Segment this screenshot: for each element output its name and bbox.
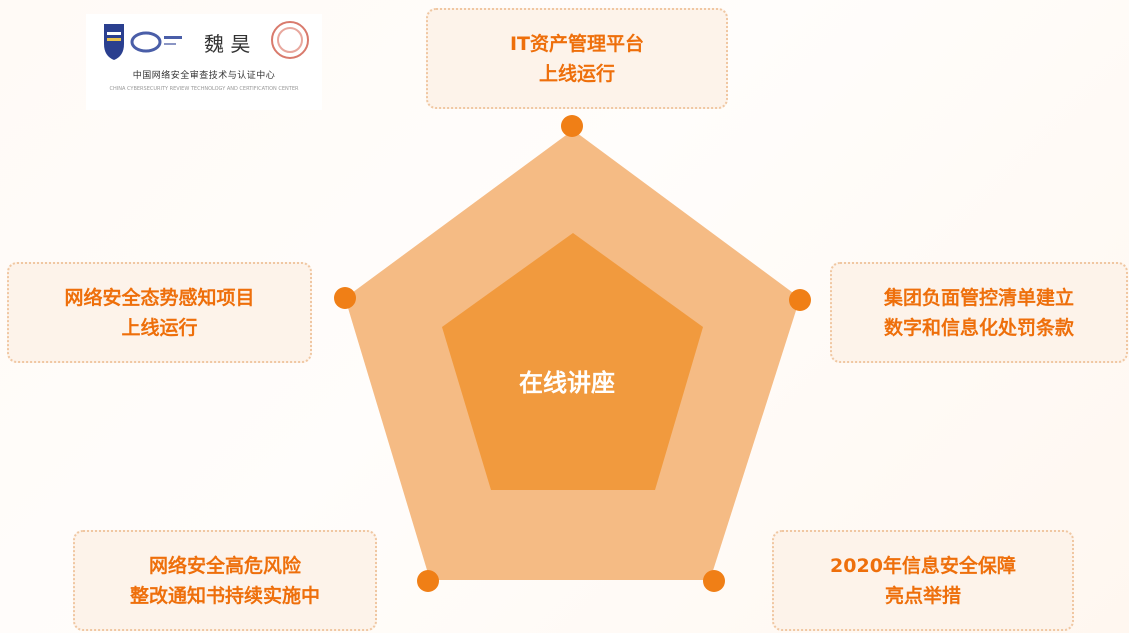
callout-line-2: 上线运行 [121, 316, 198, 339]
vertex-dot-top [561, 115, 583, 137]
seal-icon [271, 21, 309, 59]
vertex-dot-bottom-left [417, 570, 439, 592]
callout-box-left: 网络安全态势感知项目 上线运行 [7, 262, 312, 363]
callout-line-2: 上线运行 [538, 62, 615, 85]
logo-caption: CHINA CYBERSECURITY REVIEW TECHNOLOGY AN… [109, 86, 299, 92]
callout-box-bottom-left: 网络安全高危风险 整改通知书持续实施中 [73, 530, 377, 631]
callout-line-1: 网络安全高危风险 [148, 554, 301, 577]
logo-org-name: 中国网络安全审查技术与认证中心 [132, 71, 276, 81]
vertex-dot-bottom-right [703, 570, 725, 592]
callout-line-1: IT资产管理平台 [509, 32, 645, 55]
logo-calligraphy: 魏 昊 [204, 32, 251, 56]
center-label: 在线讲座 [519, 369, 615, 397]
callout-line-1: 2020年信息安全保障 [830, 554, 1016, 577]
callout-line-2: 亮点举措 [884, 584, 961, 607]
inner-pentagon [442, 233, 703, 490]
callout-line-1: 集团负面管控清单建立 [883, 286, 1074, 309]
callout-line-2: 数字和信息化处罚条款 [883, 316, 1074, 339]
callout-line-1: 网络安全态势感知项目 [64, 286, 255, 309]
vertex-dot-left [334, 287, 356, 309]
logo-emblems [104, 21, 309, 60]
callout-box-bottom-right: 2020年信息安全保障 亮点举措 [772, 530, 1074, 631]
vertex-dot-right [789, 289, 811, 311]
callout-line-2: 整改通知书持续实施中 [129, 584, 320, 607]
certification-mark-icon [130, 31, 162, 53]
callout-box-top: IT资产管理平台 上线运行 [426, 8, 728, 109]
logo: 魏 昊 中国网络安全审查技术与认证中心 CHINA CYBERSECURITY … [86, 14, 322, 110]
callout-box-right: 集团负面管控清单建立 数字和信息化处罚条款 [830, 262, 1128, 363]
